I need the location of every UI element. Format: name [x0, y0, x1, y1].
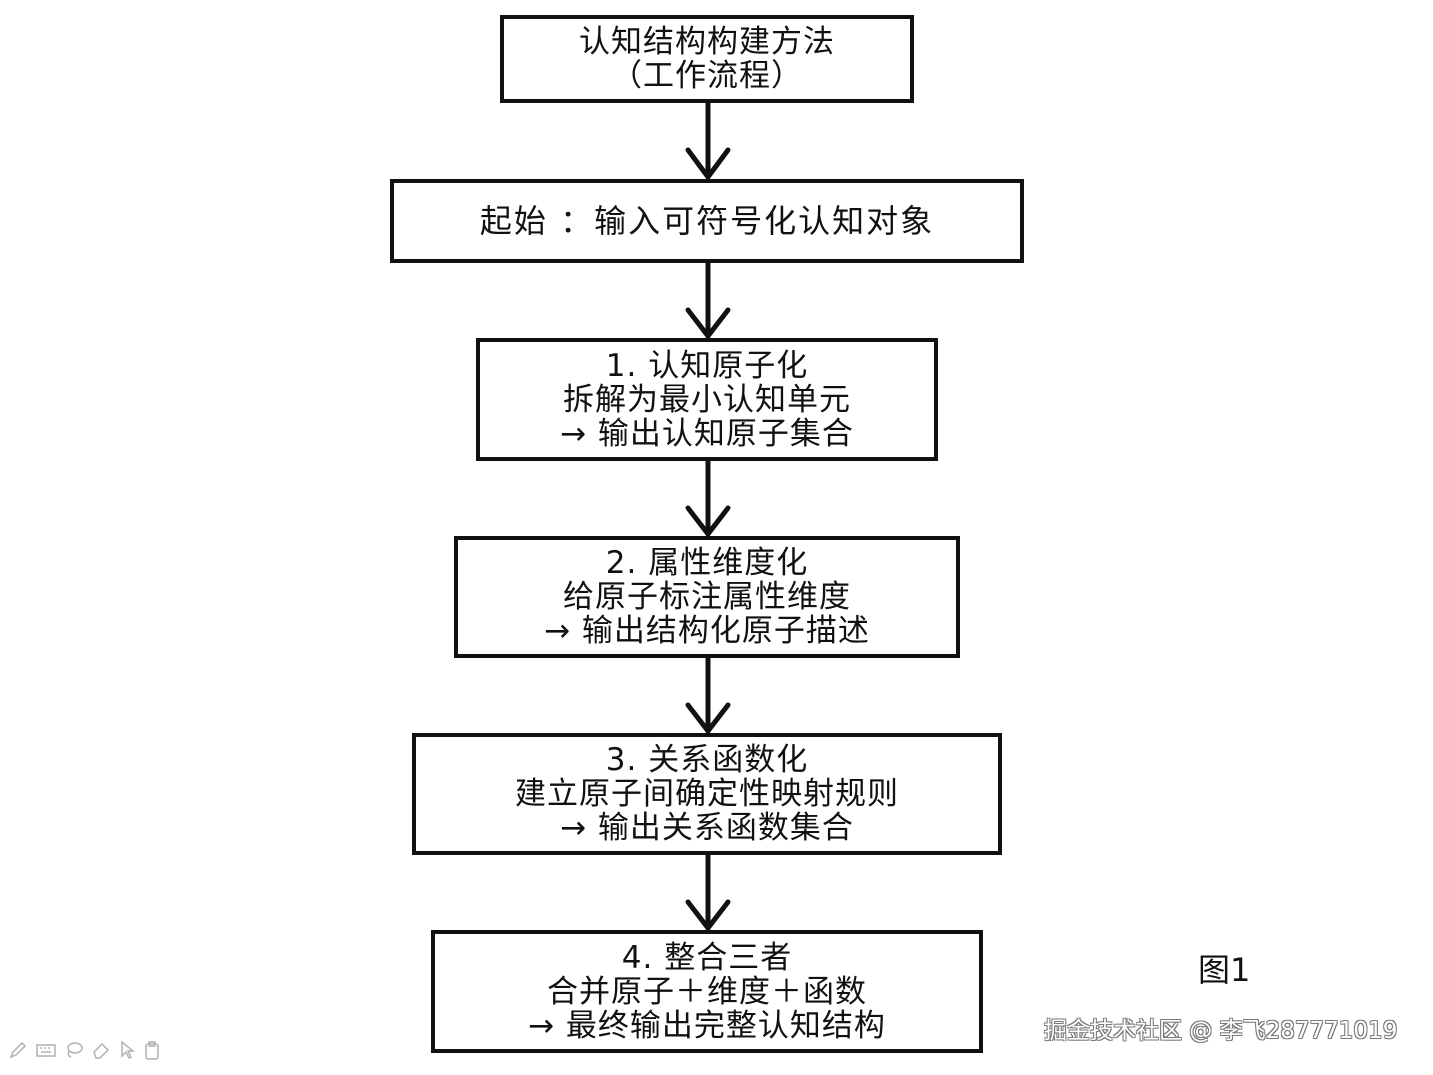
keyboard-icon[interactable] — [35, 1040, 57, 1060]
start-line: 起始 ：输入可符号化认知对象 — [479, 202, 935, 240]
step-box-3: 3. 关系函数化 建立原子间确定性映射规则 → 输出关系函数集合 — [412, 733, 1002, 855]
step-description: 拆解为最小认知单元 — [563, 381, 851, 418]
pointer-icon[interactable] — [118, 1040, 136, 1060]
title-box: 认知结构构建方法 （工作流程） — [500, 15, 914, 103]
annotation-toolbar — [8, 1040, 161, 1060]
figure-label: 图1 — [1198, 951, 1251, 989]
step-description: 建立原子间确定性映射规则 — [515, 776, 899, 812]
step-output: → 最终输出完整认知结构 — [528, 1007, 886, 1044]
step-description: 给原子标注属性维度 — [563, 579, 851, 615]
arrow-step1-to-step2 — [685, 458, 731, 539]
arrow-step3-to-step4 — [685, 852, 731, 933]
eraser-icon[interactable] — [91, 1040, 111, 1060]
start-box: 起始 ：输入可符号化认知对象 — [390, 179, 1024, 263]
title-line: 认知结构构建方法 — [579, 24, 835, 60]
step-box-4: 4. 整合三者 合并原子＋维度＋函数 → 最终输出完整认知结构 — [431, 930, 983, 1053]
step-output: → 输出关系函数集合 — [560, 810, 854, 846]
step-box-2: 2. 属性维度化 给原子标注属性维度 → 输出结构化原子描述 — [454, 536, 960, 658]
arrow-title-to-start — [685, 100, 731, 182]
watermark: 掘金技术社区 @ 李飞287771019 — [1044, 1018, 1398, 1044]
lasso-icon[interactable] — [64, 1040, 84, 1060]
step-heading: 1. 认知原子化 — [605, 347, 809, 384]
step-heading: 3. 关系函数化 — [605, 742, 809, 778]
step-heading: 2. 属性维度化 — [605, 545, 809, 581]
step-output: → 输出认知原子集合 — [560, 415, 854, 452]
clipboard-icon[interactable] — [143, 1040, 161, 1060]
arrow-start-to-step1 — [685, 260, 731, 341]
subtitle-line: （工作流程） — [611, 58, 803, 94]
step-heading: 4. 整合三者 — [621, 939, 793, 976]
step-box-1: 1. 认知原子化 拆解为最小认知单元 → 输出认知原子集合 — [476, 338, 938, 461]
step-description: 合并原子＋维度＋函数 — [547, 973, 867, 1010]
pen-icon[interactable] — [8, 1040, 28, 1060]
arrow-step2-to-step3 — [685, 655, 731, 736]
step-output: → 输出结构化原子描述 — [544, 613, 870, 649]
